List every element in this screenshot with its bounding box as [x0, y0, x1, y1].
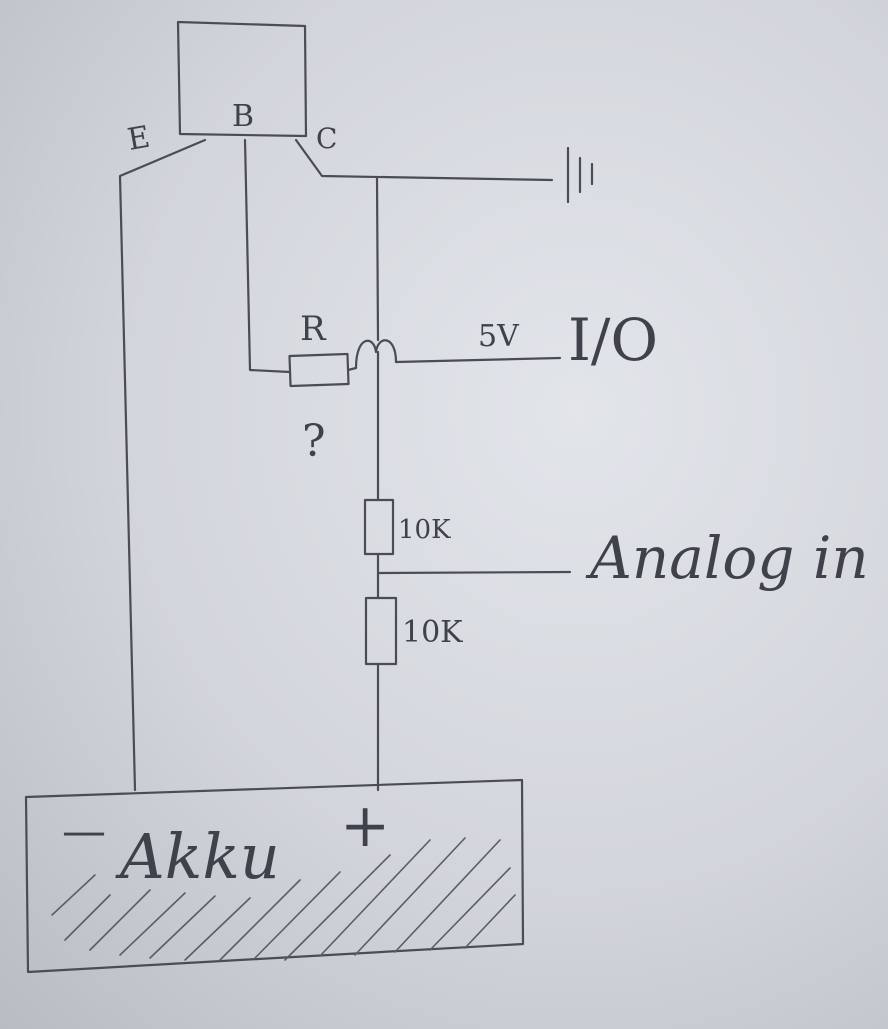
analog-tap-wire [376, 570, 572, 575]
battery-box [24, 778, 525, 974]
label-battery-minus: — [62, 806, 106, 857]
label-io: I/O [568, 306, 658, 374]
wire-crossover [354, 339, 562, 370]
label-analog-in: Analog in [585, 524, 869, 592]
resistor-r [288, 352, 350, 388]
label-battery-plus: + [340, 791, 390, 861]
resistor-10k-top [363, 498, 395, 556]
label-resistor: R [300, 309, 327, 349]
resistor-10k-bottom [364, 596, 398, 666]
emitter-wire [118, 138, 207, 792]
label-5v: 5V [478, 319, 520, 354]
cell-symbol [566, 146, 594, 204]
battery-hatching [51, 837, 516, 961]
label-collector: C [316, 122, 337, 155]
collector-wire [294, 138, 554, 182]
label-10k-bottom: 10K [402, 615, 463, 650]
label-emitter: E [125, 120, 153, 158]
main-vertical-wire [375, 176, 380, 342]
label-base: B [232, 99, 254, 134]
label-unknown-value: ? [302, 416, 326, 467]
base-wire [243, 138, 292, 374]
label-10k-top: 10K [398, 515, 451, 545]
transistor-body [176, 20, 308, 138]
label-battery: Akku [115, 820, 280, 893]
resistor-r-to-crossover [346, 366, 358, 372]
